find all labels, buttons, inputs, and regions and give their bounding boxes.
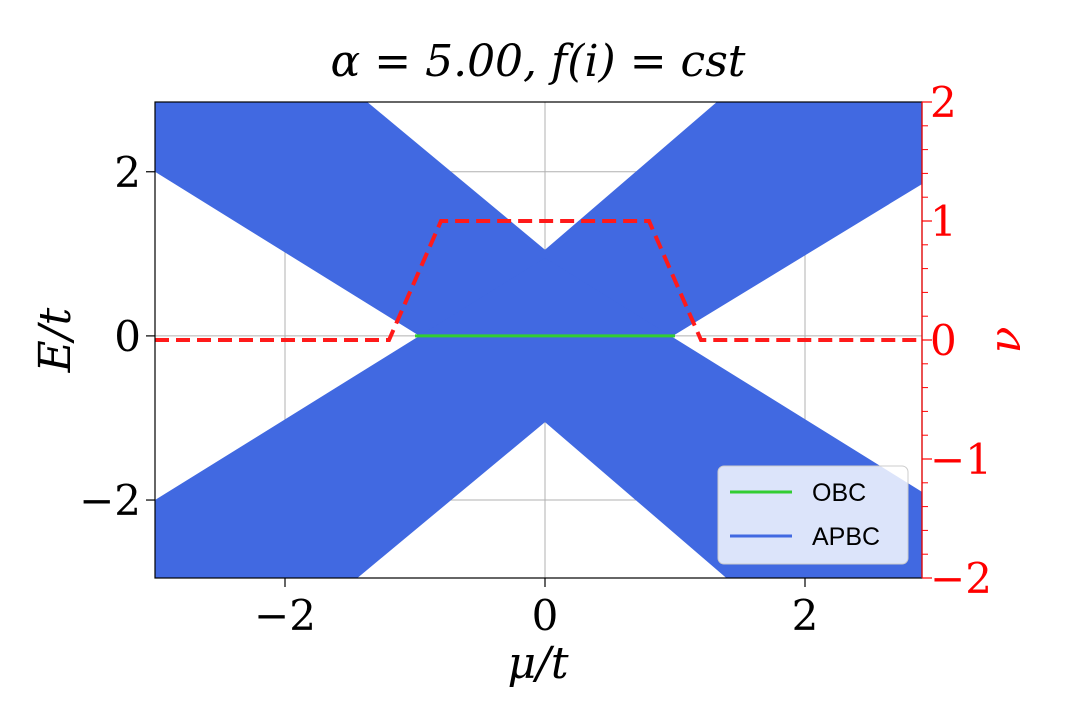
right-tick-label-3: 1 [930,197,957,246]
right-axis-ticks: −2 −1 0 1 2 [921,78,992,603]
winding-number-line [155,219,922,342]
x-tick-label-2: 2 [792,591,819,640]
right-tick-label-1: −1 [930,435,992,484]
y-axis-ticks: −2 0 2 [79,148,155,525]
right-tick-label-0: −2 [930,554,992,603]
legend-obc-label: OBC [812,479,866,507]
y-tick-label-2: 2 [114,148,141,197]
y-tick-label-0: −2 [79,476,141,525]
x-tick-label-0: −2 [254,591,316,640]
x-axis-label: μ/t [507,638,568,689]
legend: OBC APBC [717,465,909,565]
right-axis-label: ν [980,327,1031,354]
x-tick-label-1: 0 [532,591,559,640]
apbc-band-0 [155,102,922,414]
right-tick-label-4: 2 [930,78,957,127]
right-tick-label-2: 0 [930,316,957,365]
legend-apbc-label: APBC [812,523,880,551]
x-axis-ticks: −2 0 2 [254,578,818,640]
series-lines [155,219,922,342]
chart-title: α = 5.00, f(i) = cst [331,36,746,87]
y-axis-label: E/t [30,307,81,373]
y-tick-label-1: 0 [114,312,141,361]
